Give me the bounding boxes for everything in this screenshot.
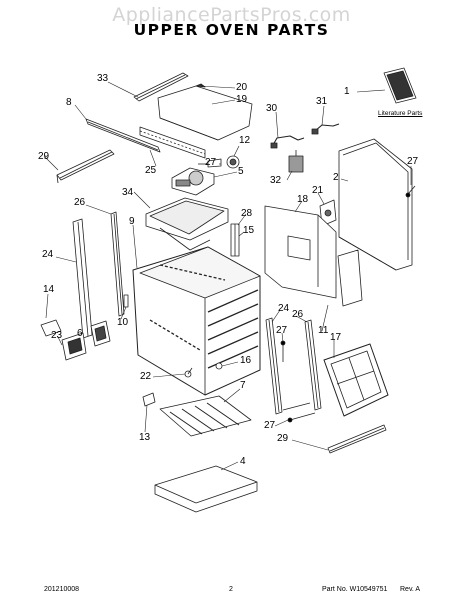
part-vertical-trim-left [72, 218, 93, 339]
part-shield [337, 249, 363, 307]
part-wire-harness-a [270, 135, 305, 149]
part-rail [85, 118, 161, 153]
part-channel [139, 126, 206, 159]
part-bracket [319, 199, 337, 227]
callout-2: 2 [333, 172, 339, 183]
part-screw-mid [280, 340, 286, 362]
callout-19: 19 [236, 94, 248, 105]
part-hinge-rail-right [327, 424, 387, 454]
callout-21: 21 [312, 185, 324, 196]
callout-34: 34 [122, 187, 134, 198]
callout-1: 1 [344, 86, 350, 97]
literature-parts-label: Literature Parts [378, 110, 423, 117]
part-wire-harness-b [311, 123, 340, 135]
part-small-bracket [142, 392, 156, 407]
part-rear-panel [338, 138, 413, 271]
callout-31: 31 [316, 96, 328, 107]
footer-page-number: 2 [229, 586, 233, 593]
footer-revision: Rev. A [400, 586, 421, 593]
callout-27: 27 [205, 157, 217, 168]
part-switch [288, 150, 304, 173]
part-screw-lower [282, 402, 316, 423]
part-hinge-rail-left [56, 149, 115, 184]
callout-14: 14 [43, 284, 55, 295]
callout-9: 9 [129, 216, 135, 227]
part-vertical-channel-left [110, 211, 125, 317]
part-bottom-tray [154, 465, 258, 513]
part-screw-right [405, 185, 416, 198]
callout-27: 27 [264, 420, 276, 431]
part-back-box [264, 205, 337, 299]
callout-24: 24 [42, 249, 54, 260]
callout-29: 29 [38, 151, 50, 162]
part-literature [383, 67, 417, 104]
callout-24: 24 [278, 303, 290, 314]
callout-15: 15 [243, 225, 255, 236]
callout-28: 28 [241, 208, 253, 219]
page-title: UPPER OVEN PARTS [133, 21, 330, 39]
callout-18: 18 [297, 194, 309, 205]
part-screw [198, 158, 222, 168]
callout-17: 17 [330, 332, 342, 343]
callout-13: 13 [139, 432, 151, 443]
callout-27: 27 [407, 156, 419, 167]
callout-27: 27 [276, 325, 288, 336]
part-clip [123, 294, 129, 308]
part-trim-piece-a [40, 319, 62, 337]
callout-4: 4 [240, 456, 246, 467]
part-door-frame [323, 343, 389, 417]
callout-6: 6 [77, 328, 83, 339]
callout-20: 20 [236, 82, 248, 93]
callout-33: 33 [97, 73, 109, 84]
callout-12: 12 [239, 135, 251, 146]
part-fitting [215, 362, 223, 370]
callout-8: 8 [66, 97, 72, 108]
callout-leaders [43, 81, 412, 471]
callout-11: 11 [318, 325, 329, 336]
callout-25: 25 [145, 165, 157, 176]
callout-26: 26 [74, 197, 86, 208]
callout-5: 5 [238, 166, 244, 177]
callout-23: 23 [51, 330, 63, 341]
callout-26: 26 [292, 309, 304, 320]
part-trim-piece-c [90, 320, 111, 347]
part-sensor-knob [226, 155, 240, 169]
part-top-cover-panel [157, 83, 253, 141]
part-latch-assembly [171, 167, 215, 196]
callout-22: 22 [140, 371, 152, 382]
part-top-trim [133, 72, 189, 102]
part-vertical-channel-mid [304, 319, 322, 411]
part-oven-rack [159, 395, 252, 437]
callout-30: 30 [266, 103, 278, 114]
watermark: AppliancePartsPros.com [112, 4, 351, 26]
part-insulation-tray [145, 197, 229, 251]
footer-part-number: Part No. W10549751 [322, 586, 388, 593]
callout-10: 10 [117, 317, 129, 328]
callout-7: 7 [240, 380, 246, 391]
part-vent-pipe [230, 223, 240, 257]
callout-29: 29 [277, 433, 289, 444]
part-oven-cavity [132, 246, 261, 396]
part-vertical-trim-mid [265, 317, 283, 415]
callout-32: 32 [270, 175, 282, 186]
footer-doc-code: 201210008 [44, 586, 80, 593]
callout-16: 16 [240, 355, 252, 366]
